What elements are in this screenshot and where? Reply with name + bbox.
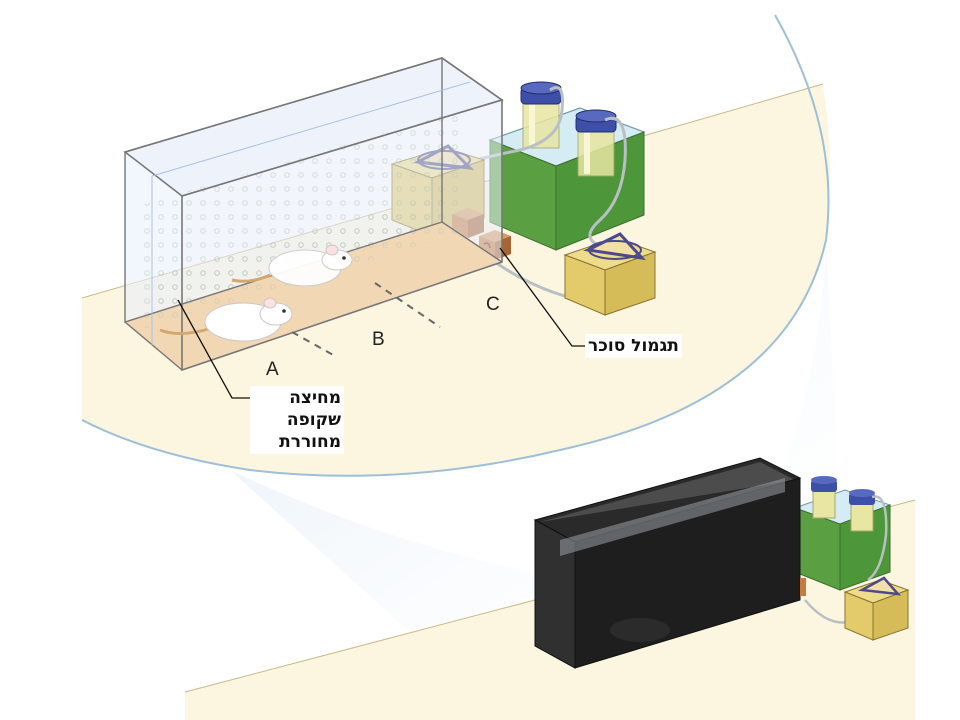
water-bottle-left [520, 81, 562, 149]
partition-label-line1: מחיצה [289, 388, 341, 408]
magnified-view: A B C [81, 0, 830, 477]
feeder-box-right [563, 232, 657, 316]
dark-box [533, 457, 806, 669]
zone-label-b: B [372, 329, 385, 350]
magnifier-rim [81, 14, 830, 477]
sugar-reward-label: תגמול סוכר [585, 334, 682, 358]
zone-label-a: A [266, 359, 279, 380]
small-view [533, 457, 910, 669]
perforated-partition [140, 110, 462, 330]
feeder-box-small [843, 576, 910, 641]
partition-label: מחיצה שקופה מחוררת [250, 386, 344, 454]
mouse-back [231, 244, 353, 287]
partition-label-line2: שקופה [286, 410, 341, 430]
sugar-reward-leader [499, 247, 588, 347]
sugar-reward-text: תגמול סוכר [588, 336, 679, 356]
partition-label-line3: מחוררת [279, 432, 341, 452]
water-bottle-right [575, 109, 617, 177]
mouse-front [159, 297, 293, 342]
magnification-beam [230, 240, 840, 650]
zone-label-c: C [486, 294, 500, 315]
green-water-unit-small [793, 476, 892, 591]
partition-leader [177, 299, 250, 399]
